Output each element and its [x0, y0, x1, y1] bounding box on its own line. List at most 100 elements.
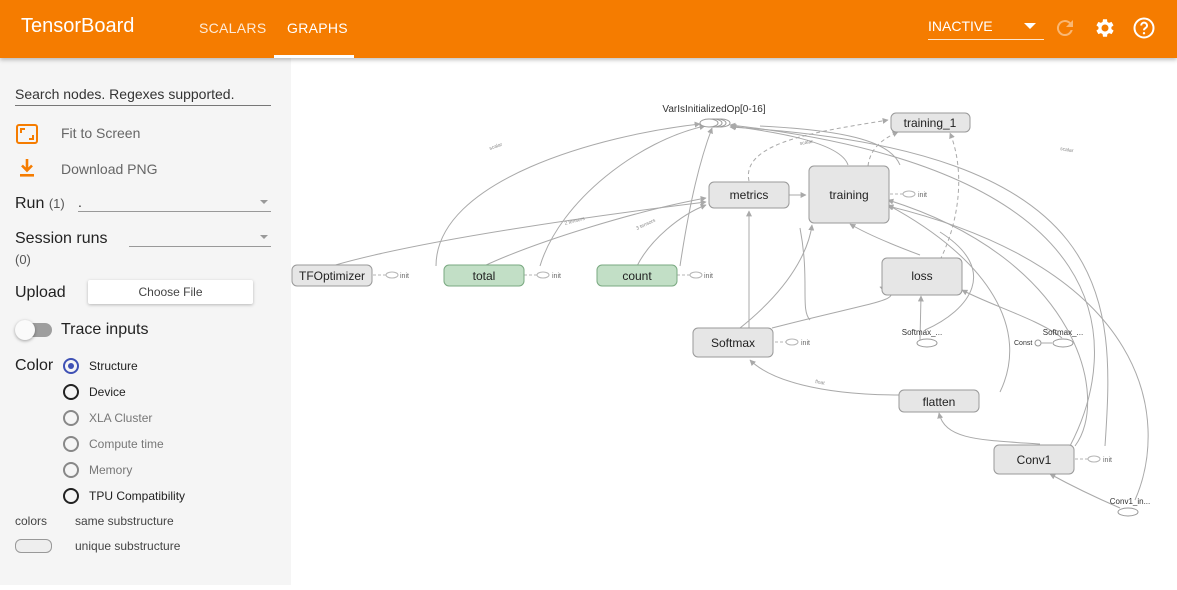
edge	[924, 231, 974, 331]
op-ellipse	[916, 338, 938, 348]
training-1-node[interactable]: training_1	[890, 112, 971, 133]
init-label: init	[918, 192, 927, 199]
node-box	[881, 257, 963, 296]
init-label: init	[400, 273, 409, 280]
node-box	[708, 181, 790, 209]
fit-to-screen-icon[interactable]	[15, 122, 39, 151]
edge	[739, 224, 815, 329]
init-label: init	[801, 340, 810, 347]
edge	[729, 122, 1095, 447]
radio-structure[interactable]	[63, 358, 79, 374]
softmax-node[interactable]: Softmax	[692, 327, 774, 358]
op-ellipse	[1052, 338, 1074, 348]
control-edges	[748, 117, 960, 261]
run-dropdown[interactable]: .	[78, 194, 271, 212]
toggle-knob[interactable]	[15, 320, 35, 340]
radio-memory-label[interactable]: Memory	[89, 463, 133, 477]
help-icon[interactable]	[1132, 16, 1156, 40]
varis-initialized-node[interactable]: VarIsInitializedOp[0-16]	[662, 104, 766, 128]
op-ellipse	[1034, 339, 1042, 347]
init-node	[902, 190, 916, 198]
edge	[636, 204, 707, 267]
radio-memory[interactable]	[63, 462, 79, 478]
training-1-label: training_1	[904, 116, 957, 130]
count-label: count	[622, 269, 652, 283]
edge-label: scalar	[799, 139, 814, 147]
edge	[937, 412, 1041, 445]
softmax-b-label: Softmax_...	[1043, 328, 1083, 337]
radio-xla-cluster-label[interactable]: XLA Cluster	[89, 411, 153, 425]
const-label: Const	[1014, 340, 1032, 347]
total-node[interactable]: total	[443, 264, 525, 287]
training-node[interactable]: training	[808, 165, 890, 224]
softmax-sub-a[interactable]: Softmax_...	[902, 328, 942, 348]
graph-nodes[interactable]: VarIsInitializedOp[0-16] training_1 metr…	[291, 104, 1150, 517]
radio-xla-cluster[interactable]	[63, 410, 79, 426]
radio-compute-time-label[interactable]: Compute time	[89, 437, 164, 451]
tab-scalars[interactable]: SCALARS	[199, 20, 267, 36]
settings-gear-icon[interactable]	[1092, 16, 1116, 40]
app-title: TensorBoard	[21, 15, 135, 37]
conv1-input-node[interactable]: Conv1_in...	[1110, 497, 1150, 517]
edge	[917, 295, 924, 341]
op-ellipse	[699, 118, 719, 128]
radio-tpu-compatibility[interactable]	[63, 488, 79, 504]
count-node[interactable]: count	[596, 264, 678, 287]
conv1-node[interactable]: Conv1	[993, 444, 1075, 475]
chevron-down-icon	[260, 200, 268, 204]
total-label: total	[473, 269, 496, 283]
fit-to-screen-button[interactable]: Fit to Screen	[61, 125, 141, 141]
legend-unique-swatch	[15, 539, 52, 553]
edge	[539, 124, 706, 267]
upload-label: Upload	[15, 284, 66, 301]
node-box	[808, 165, 890, 224]
download-icon[interactable]	[15, 156, 39, 185]
session-runs-dropdown[interactable]	[129, 229, 271, 247]
edge	[887, 198, 1089, 447]
init-node	[385, 271, 399, 279]
softmax-sub-b[interactable]: Softmax_...	[1043, 328, 1083, 348]
run-status-dropdown[interactable]: INACTIVE	[928, 18, 1044, 40]
init-node	[1087, 455, 1101, 463]
radio-compute-time[interactable]	[63, 436, 79, 452]
const-node[interactable]: Const	[1014, 339, 1052, 347]
tfoptimizer-label: TFOptimizer	[299, 269, 365, 283]
edge	[799, 227, 811, 321]
edge	[483, 196, 707, 267]
varis-label: VarIsInitializedOp[0-16]	[662, 104, 765, 115]
softmax-a-label: Softmax_...	[902, 328, 942, 337]
edge-labels: scalar 2 tensors 3 tensors float scalar …	[489, 139, 1075, 387]
download-png-button[interactable]: Download PNG	[61, 161, 158, 177]
flatten-label: flatten	[923, 395, 956, 409]
edge-label: float	[815, 379, 826, 387]
conv1-in-label: Conv1_in...	[1110, 497, 1150, 506]
init-label: init	[1103, 457, 1112, 464]
chevron-down-icon	[1024, 23, 1036, 29]
node-box	[993, 444, 1075, 475]
node-box	[291, 264, 373, 287]
edge-label: 2 tensors	[564, 216, 586, 227]
graph-svg[interactable]: init init init init init init scalar 2 t…	[291, 58, 1177, 585]
legend-unique-substructure: unique substructure	[75, 539, 181, 553]
tab-graphs[interactable]: GRAPHS	[287, 20, 348, 36]
legend-colors-label: colors	[15, 514, 48, 528]
reload-icon[interactable]	[1053, 16, 1077, 40]
graph-canvas[interactable]: init init init init init init scalar 2 t…	[291, 58, 1177, 585]
choose-file-button[interactable]: Choose File	[88, 280, 253, 304]
run-label: Run (1)	[15, 195, 65, 213]
edge	[771, 286, 892, 329]
loss-node[interactable]: loss	[881, 257, 963, 296]
tfoptimizer-node[interactable]: TFOptimizer	[291, 264, 373, 287]
flatten-node[interactable]: flatten	[898, 389, 980, 413]
search-nodes-input[interactable]: Search nodes. Regexes supported.	[15, 86, 271, 106]
metrics-node[interactable]: metrics	[708, 181, 790, 209]
init-node	[536, 271, 550, 279]
edge	[849, 223, 921, 256]
init-labels: init init init init init init	[400, 192, 1112, 464]
init-node	[689, 271, 703, 279]
node-box	[692, 327, 774, 358]
radio-device[interactable]	[63, 384, 79, 400]
radio-tpu-compatibility-label[interactable]: TPU Compatibility	[89, 489, 186, 503]
radio-device-label[interactable]: Device	[89, 385, 126, 399]
radio-structure-label[interactable]: Structure	[89, 359, 138, 373]
